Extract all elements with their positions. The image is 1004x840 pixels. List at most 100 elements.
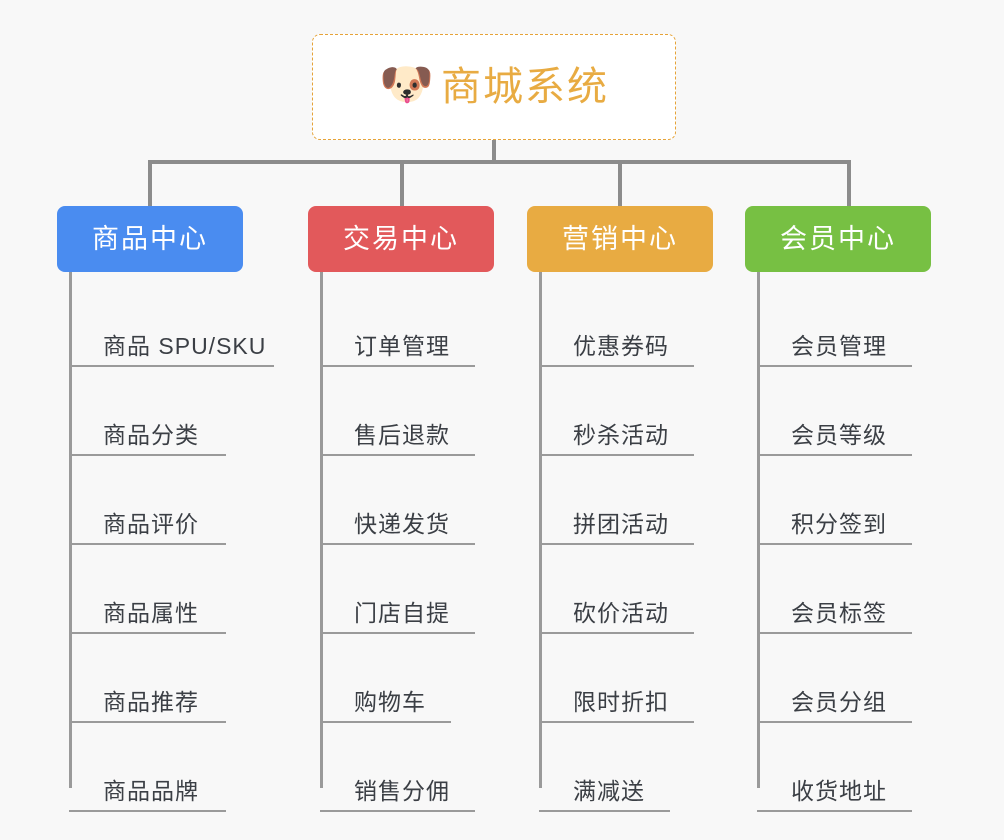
dog-face-icon: 🐶 <box>379 60 434 109</box>
leaf-item[interactable]: 商品分类 <box>69 367 243 456</box>
leaf-spine <box>757 272 760 788</box>
category-column-4: 会员中心会员管理会员等级积分签到会员标签会员分组收货地址 <box>745 206 931 812</box>
connector-drop-3 <box>618 160 622 208</box>
leaf-item-underline <box>69 454 226 456</box>
root-node[interactable]: 🐶 商城系统 <box>312 34 676 140</box>
leaf-item-label: 满减送 <box>573 778 645 804</box>
leaf-item[interactable]: 会员标签 <box>757 545 931 634</box>
page-title: 商城系统 <box>441 65 609 109</box>
leaf-item[interactable]: 积分签到 <box>757 456 931 545</box>
leaf-item-underline <box>539 365 694 367</box>
leaf-item-underline <box>320 543 475 545</box>
leaf-spine <box>320 272 323 788</box>
category-label: 商品中心 <box>92 223 208 254</box>
leaf-item-label: 限时折扣 <box>573 689 669 715</box>
leaf-item-underline <box>320 365 475 367</box>
leaf-item[interactable]: 会员管理 <box>757 278 931 367</box>
leaf-item-underline <box>69 543 226 545</box>
leaf-item-underline <box>320 810 475 812</box>
leaf-item[interactable]: 会员分组 <box>757 634 931 723</box>
leaf-item[interactable]: 拼团活动 <box>539 456 713 545</box>
category-column-1: 商品中心商品 SPU/SKU 商品分类商品评价商品属性商品推荐商品品牌 <box>57 206 274 812</box>
leaf-list: 会员管理会员等级积分签到会员标签会员分组收货地址 <box>757 272 931 812</box>
leaf-item[interactable]: 会员等级 <box>757 367 931 456</box>
category-box-4[interactable]: 会员中心 <box>745 206 931 272</box>
leaf-list: 订单管理售后退款快递发货门店自提购物车销售分佣 <box>320 272 494 812</box>
connector-root-vertical <box>492 140 496 162</box>
leaf-item-label: 快递发货 <box>354 511 450 537</box>
leaf-item-underline <box>539 543 694 545</box>
leaf-item-label: 售后退款 <box>354 422 450 448</box>
leaf-item[interactable]: 商品属性 <box>69 545 243 634</box>
leaf-item-underline <box>320 632 475 634</box>
leaf-item-label: 会员管理 <box>791 333 887 359</box>
leaf-item-underline <box>320 721 451 723</box>
category-box-3[interactable]: 营销中心 <box>527 206 713 272</box>
leaf-item-underline <box>320 454 475 456</box>
leaf-item[interactable]: 秒杀活动 <box>539 367 713 456</box>
leaf-item-underline <box>757 632 912 634</box>
leaf-list: 优惠券码秒杀活动拼团活动砍价活动限时折扣满减送 <box>539 272 713 812</box>
category-column-3: 营销中心优惠券码秒杀活动拼团活动砍价活动限时折扣满减送 <box>527 206 713 812</box>
leaf-item[interactable]: 限时折扣 <box>539 634 713 723</box>
leaf-item[interactable]: 收货地址 <box>757 723 931 812</box>
leaf-item[interactable]: 快递发货 <box>320 456 494 545</box>
connector-horizontal-bus <box>148 160 850 164</box>
leaf-item-label: 砍价活动 <box>573 600 669 626</box>
category-box-2[interactable]: 交易中心 <box>308 206 494 272</box>
category-column-2: 交易中心订单管理售后退款快递发货门店自提购物车销售分佣 <box>308 206 494 812</box>
leaf-item-label: 销售分佣 <box>354 778 450 804</box>
leaf-item-label: 会员分组 <box>791 689 887 715</box>
leaf-item-underline <box>757 454 912 456</box>
leaf-item-label: 商品评价 <box>103 511 199 537</box>
leaf-item[interactable]: 订单管理 <box>320 278 494 367</box>
leaf-item[interactable]: 优惠券码 <box>539 278 713 367</box>
leaf-item-underline <box>539 632 694 634</box>
leaf-item-underline <box>539 721 694 723</box>
leaf-item-underline <box>69 632 226 634</box>
connector-drop-2 <box>400 160 404 208</box>
category-label: 交易中心 <box>343 223 459 254</box>
leaf-list: 商品 SPU/SKU 商品分类商品评价商品属性商品推荐商品品牌 <box>69 272 274 812</box>
leaf-item-underline <box>539 810 670 812</box>
leaf-spine <box>539 272 542 788</box>
leaf-item-label: 门店自提 <box>354 600 450 626</box>
leaf-item-label: 会员等级 <box>791 422 887 448</box>
leaf-item[interactable]: 满减送 <box>539 723 713 812</box>
leaf-item[interactable]: 销售分佣 <box>320 723 494 812</box>
leaf-item-underline <box>757 810 912 812</box>
category-box-1[interactable]: 商品中心 <box>57 206 243 272</box>
leaf-item-label: 购物车 <box>354 689 426 715</box>
leaf-item-label: 订单管理 <box>354 333 450 359</box>
leaf-item[interactable]: 商品 SPU/SKU <box>69 278 274 367</box>
leaf-item-label: 秒杀活动 <box>573 422 669 448</box>
connector-drop-4 <box>847 160 851 208</box>
leaf-item-underline <box>757 543 912 545</box>
leaf-item-underline <box>539 454 694 456</box>
leaf-item-label: 拼团活动 <box>573 511 669 537</box>
connector-drop-1 <box>148 160 152 208</box>
leaf-item[interactable]: 商品推荐 <box>69 634 243 723</box>
leaf-item-label: 积分签到 <box>791 511 887 537</box>
leaf-item[interactable]: 商品评价 <box>69 456 243 545</box>
category-label: 营销中心 <box>562 223 678 254</box>
leaf-item-label: 商品品牌 <box>103 778 199 804</box>
leaf-item-label: 商品 SPU/SKU <box>103 333 267 359</box>
leaf-item[interactable]: 售后退款 <box>320 367 494 456</box>
leaf-item-label: 会员标签 <box>791 600 887 626</box>
leaf-item-underline <box>757 365 912 367</box>
leaf-item-label: 优惠券码 <box>573 333 669 359</box>
leaf-item-label: 收货地址 <box>791 778 887 804</box>
leaf-item-label: 商品属性 <box>103 600 199 626</box>
leaf-item-underline <box>69 810 226 812</box>
leaf-item[interactable]: 门店自提 <box>320 545 494 634</box>
leaf-item-label: 商品推荐 <box>103 689 199 715</box>
leaf-item[interactable]: 购物车 <box>320 634 494 723</box>
category-label: 会员中心 <box>780 223 896 254</box>
leaf-item-underline <box>69 365 274 367</box>
leaf-item-underline <box>757 721 912 723</box>
leaf-item-underline <box>69 721 226 723</box>
leaf-item[interactable]: 砍价活动 <box>539 545 713 634</box>
leaf-item[interactable]: 商品品牌 <box>69 723 243 812</box>
